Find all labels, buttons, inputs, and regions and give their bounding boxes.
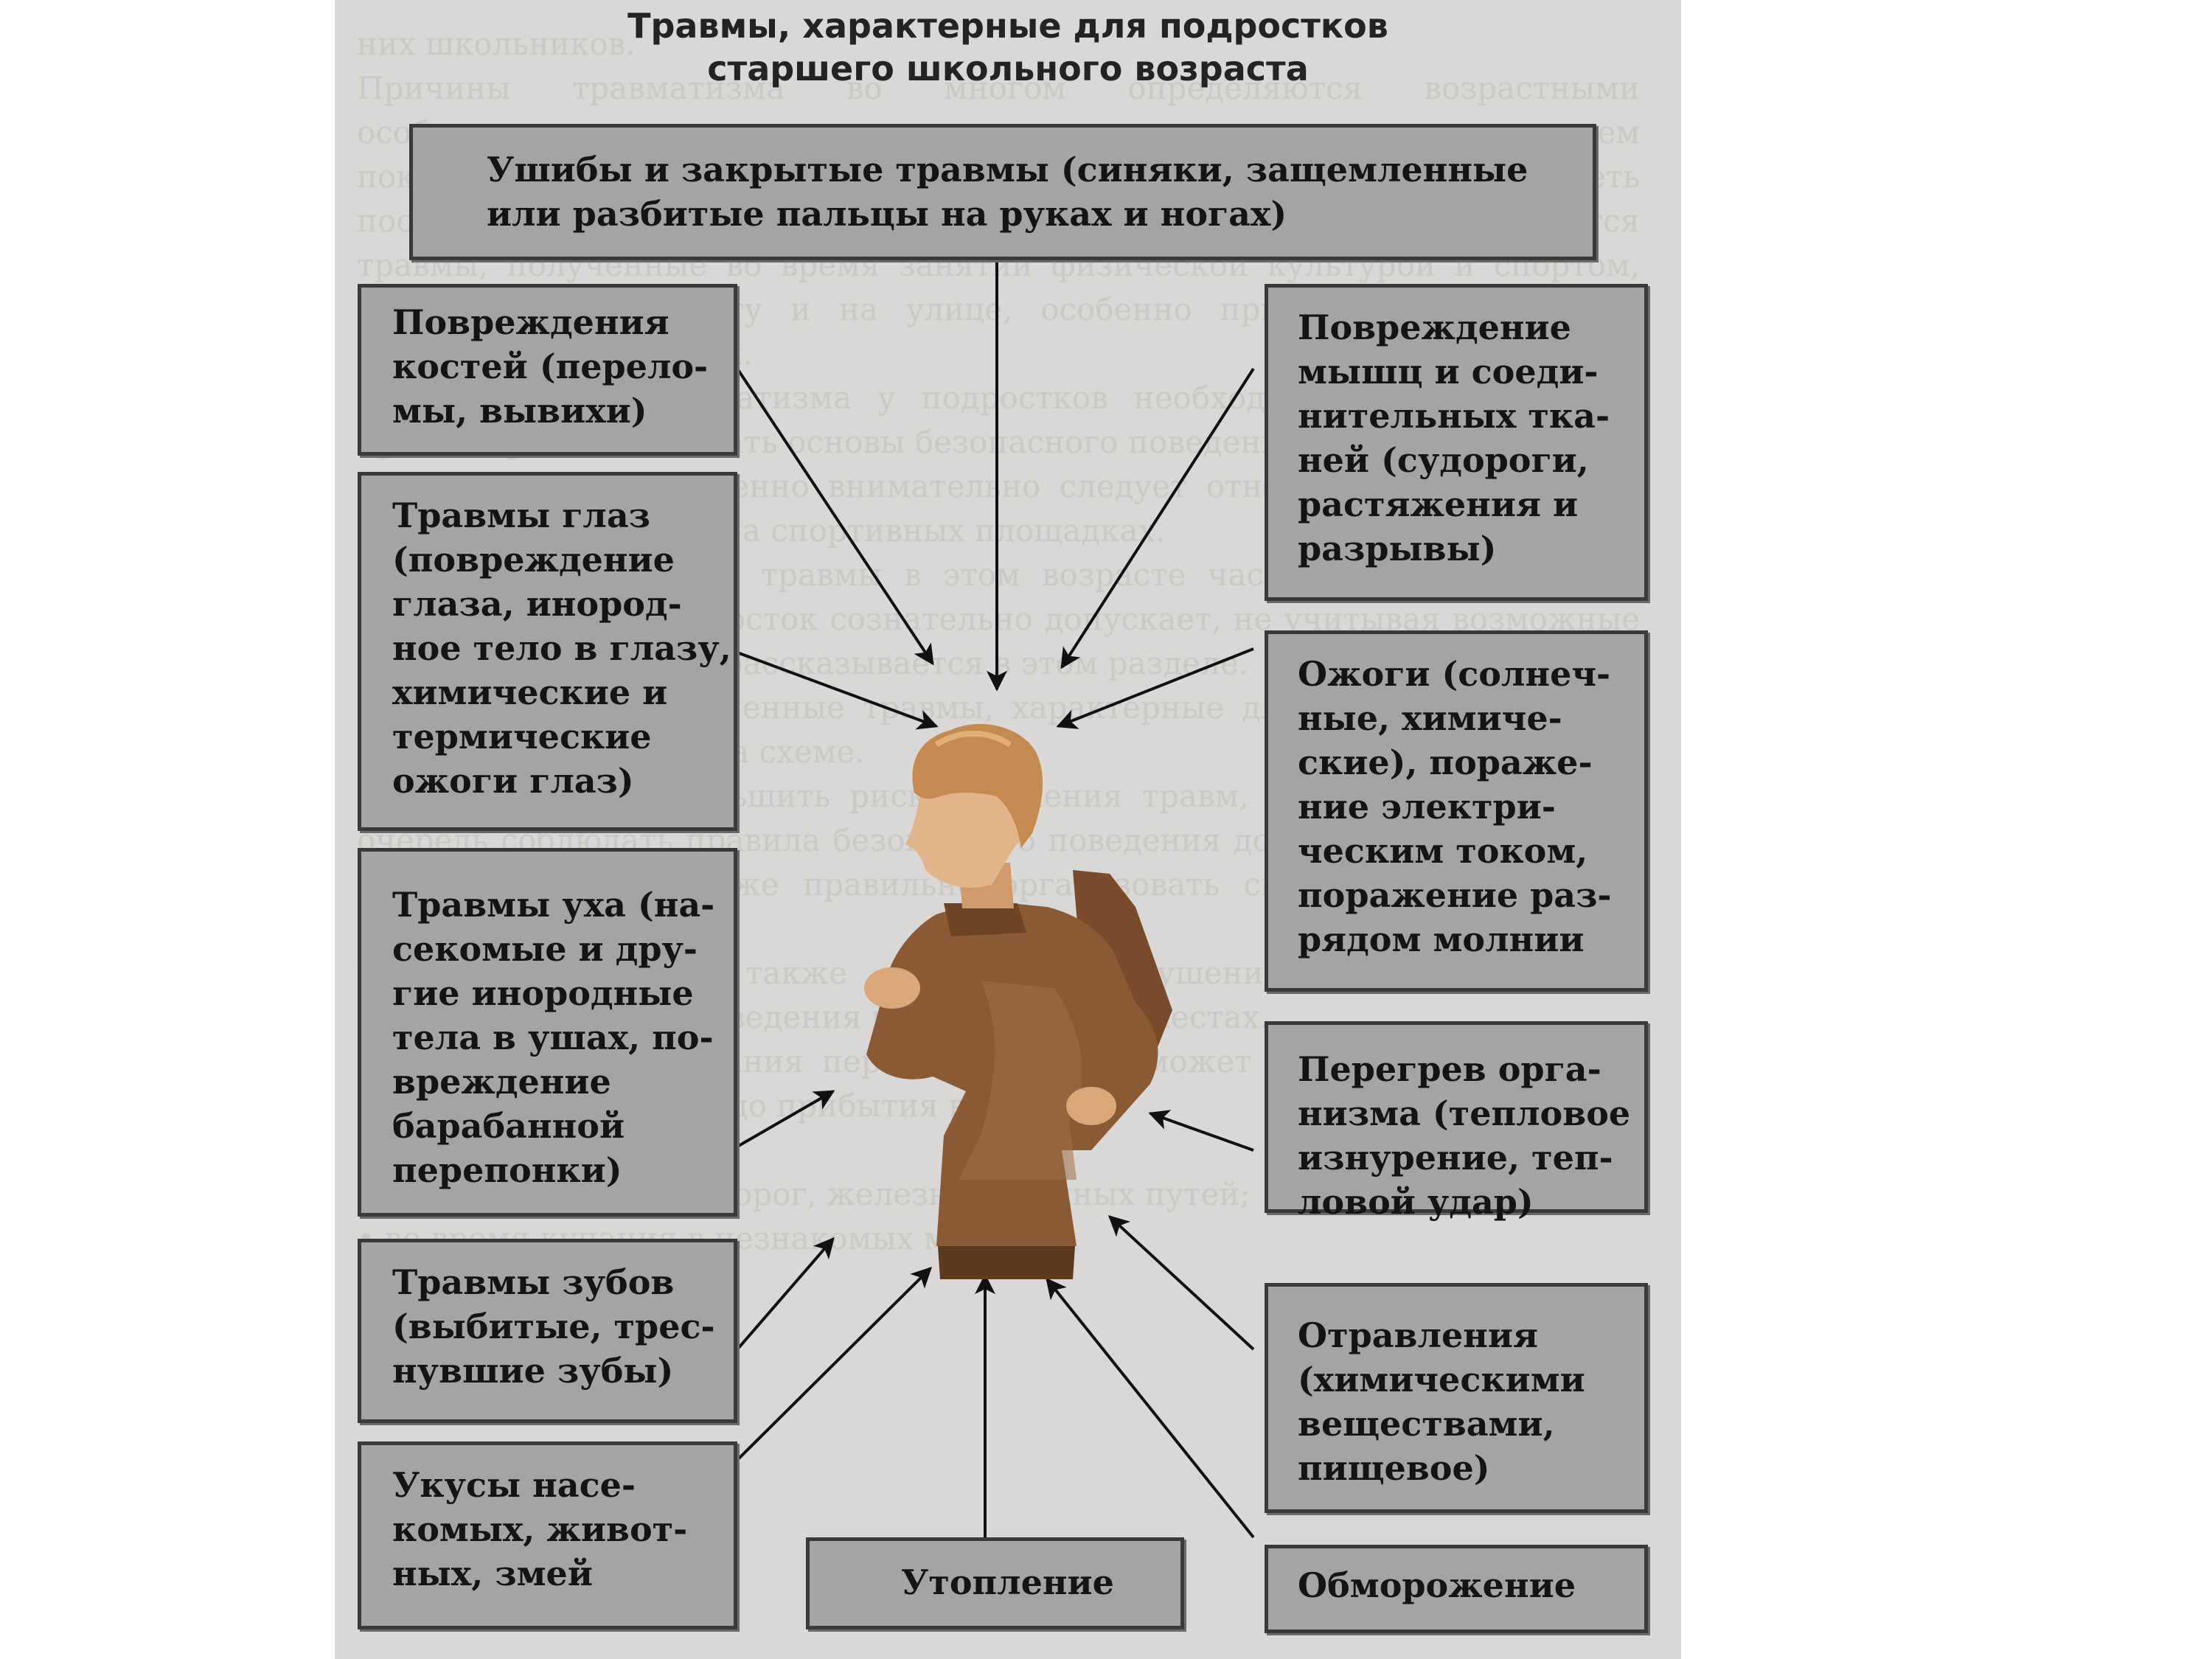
box-ear-injuries: Травмы уха (на- секомые и дру- гие иноро…	[358, 848, 737, 1217]
box-eye-injuries: Травмы глаз (повреждение глаза, инород- …	[358, 472, 737, 831]
box-teeth-injuries: Травмы зубов (выбитые, трес- нувшие зубы…	[358, 1239, 737, 1423]
box-drowning: Утопление	[806, 1537, 1184, 1630]
box-burns-electric: Ожоги (солнеч- ные, химиче- ские), пораж…	[1265, 630, 1648, 992]
arrow-burns	[1056, 647, 1254, 729]
box-bone-injuries: Повреждения костей (перело- мы, вывихи)	[358, 284, 737, 456]
box-frostbite: Обморожение	[1265, 1545, 1648, 1633]
arrow-bones	[736, 367, 934, 666]
arrow-eyes	[737, 651, 939, 730]
box-overheating: Перегрев орга- низма (тепловое изнурение…	[1265, 1021, 1648, 1222]
arrow-bites	[736, 1267, 932, 1461]
arrow-teeth	[736, 1237, 835, 1351]
box-bites: Укусы насе- комых, живот- ных, змей	[358, 1441, 737, 1630]
arrow-ears	[737, 1090, 835, 1148]
box-bruises-closed-injuries: Ушибы и закрытые травмы (синяки, защемле…	[409, 124, 1596, 260]
arrow-overheat	[1148, 1110, 1254, 1152]
box-muscle-injuries: Повреждение мышц и соеди- нительных тка-…	[1265, 284, 1648, 601]
arrow-frostbite	[1046, 1277, 1255, 1539]
diagram-title: Травмы, характерные для подростков старш…	[627, 6, 1388, 88]
arrow-muscles	[1060, 367, 1255, 669]
box-poisoning: Отравления (химическими веществами, пище…	[1265, 1283, 1648, 1513]
arrow-poisoning	[1107, 1215, 1255, 1351]
